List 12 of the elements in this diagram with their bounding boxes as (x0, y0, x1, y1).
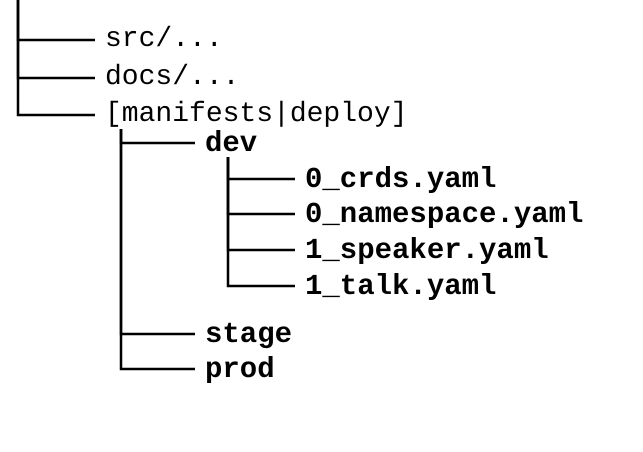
file-path: src/... (105, 26, 223, 54)
file-path: 0_namespace.yaml (305, 200, 584, 228)
file-path: docs/... (105, 64, 240, 92)
file-path: [manifests|deploy] (105, 101, 408, 129)
file-path: 1_talk.yaml (305, 272, 496, 300)
file-path: stage (205, 320, 292, 348)
file-path: dev (205, 128, 258, 158)
file-path: 1_speaker.yaml (305, 236, 549, 264)
file-path: prod (205, 354, 275, 384)
file-path: 0_crds.yaml (305, 164, 496, 194)
tree-connector (16, 0, 95, 116)
tree-connector (226, 157, 295, 288)
